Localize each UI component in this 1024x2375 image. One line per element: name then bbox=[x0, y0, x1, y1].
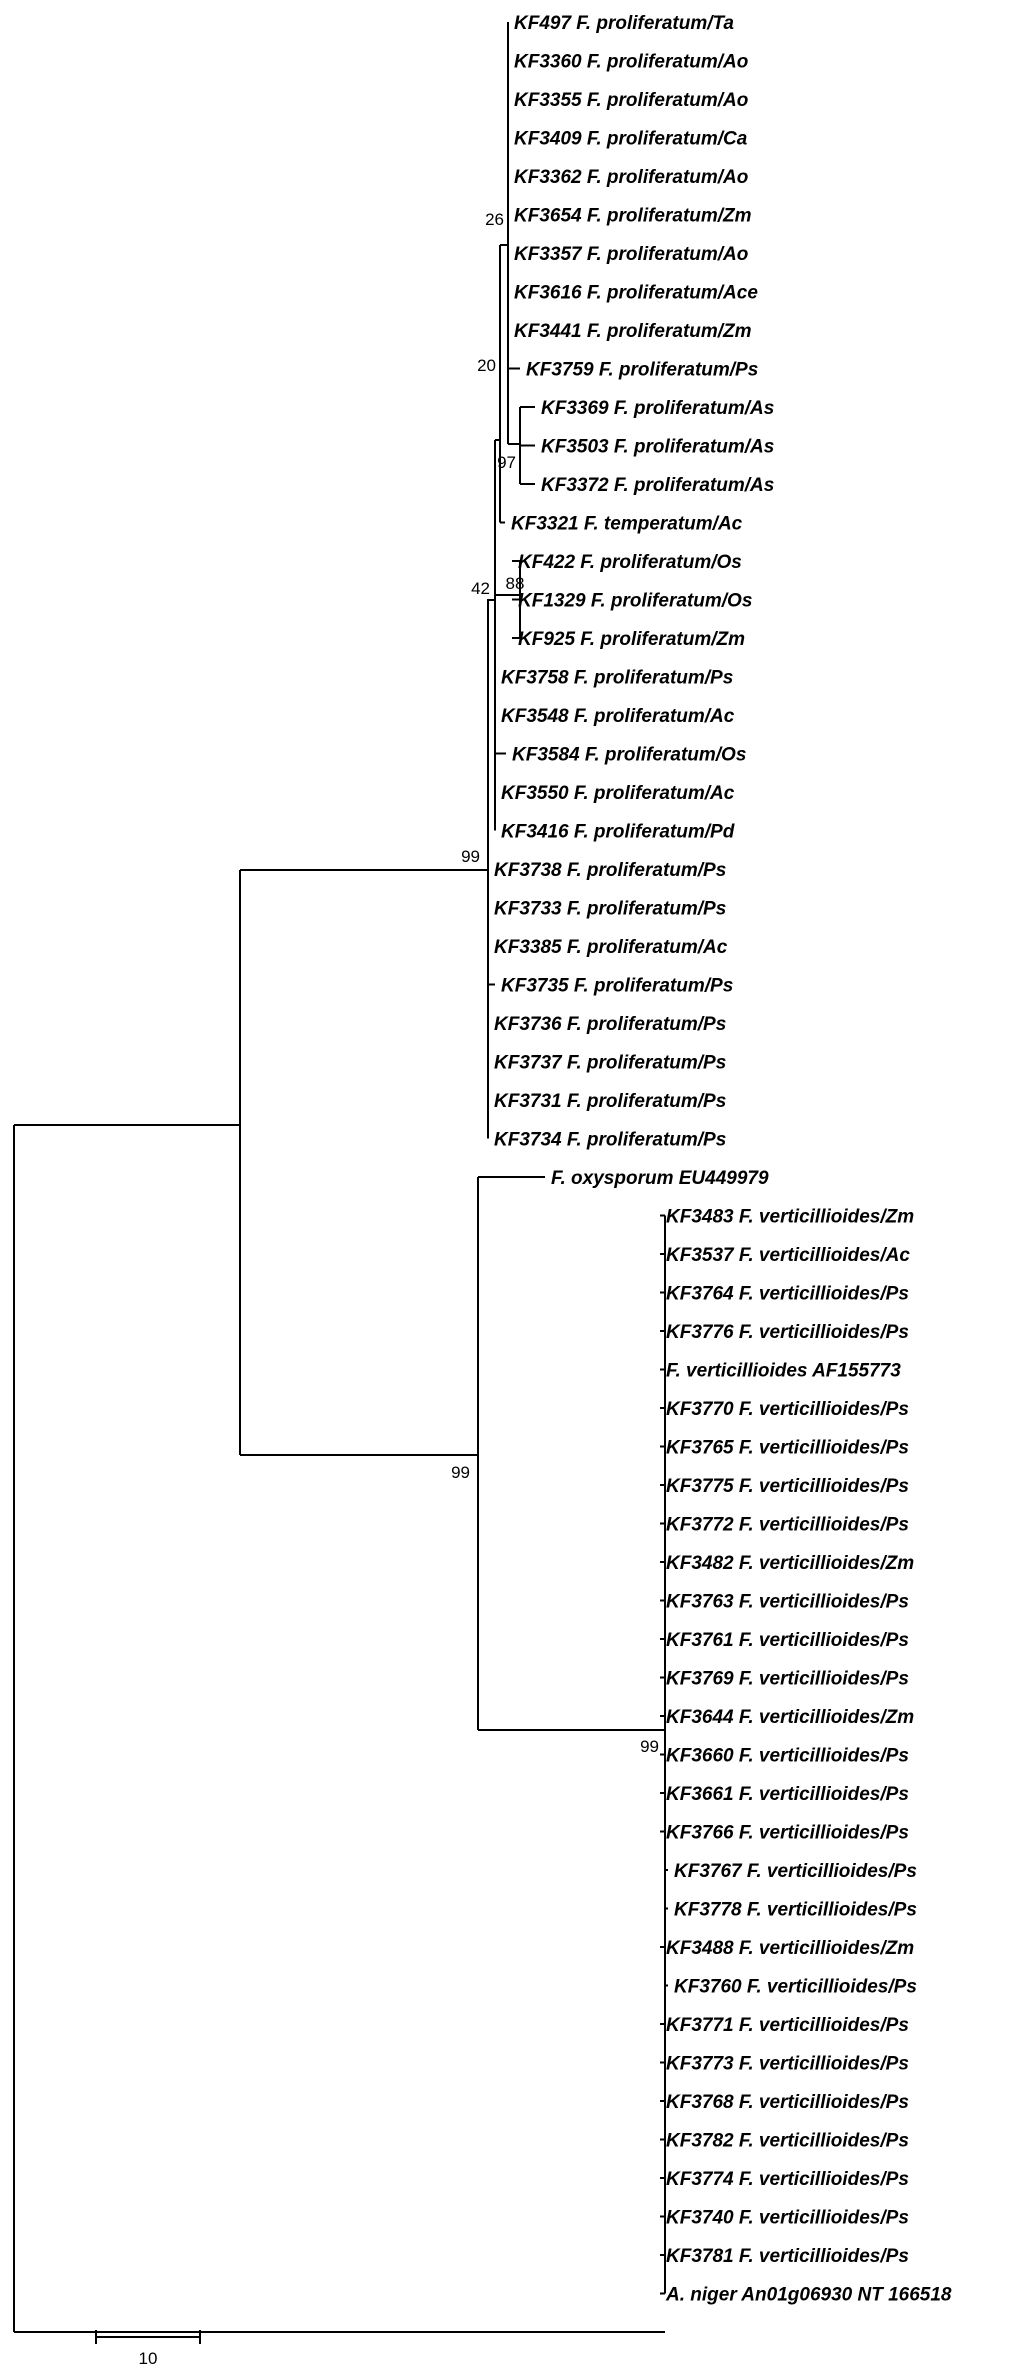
leaf-label: KF3416 F. proliferatum/Pd bbox=[501, 822, 735, 843]
support-value: 99 bbox=[461, 847, 480, 866]
leaf-label: KF3775 F. verticillioides/Ps bbox=[666, 1476, 909, 1497]
leaf-label: KF3362 F. proliferatum/Ao bbox=[514, 167, 748, 188]
support-values: 99 42 88 20 26 97 99 99 bbox=[451, 210, 659, 1756]
leaf-label: KF3767 F. verticillioides/Ps bbox=[674, 1861, 917, 1882]
leaf-label: KF3355 F. proliferatum/Ao bbox=[514, 90, 748, 111]
leaf-label: A. niger An01g06930 NT 166518 bbox=[665, 2285, 952, 2306]
leaf-label: KF3771 F. verticillioides/Ps bbox=[666, 2015, 909, 2036]
leaf-label: KF3488 F. verticillioides/Zm bbox=[666, 1938, 914, 1959]
tree-branches bbox=[13, 22, 668, 2333]
leaf-label: KF3644 F. verticillioides/Zm bbox=[666, 1707, 914, 1728]
leaf-label: KF3409 F. proliferatum/Ca bbox=[514, 129, 748, 150]
leaf-label: KF3616 F. proliferatum/Ace bbox=[514, 283, 758, 304]
support-value: 99 bbox=[640, 1737, 659, 1756]
leaf-label: KF3660 F. verticillioides/Ps bbox=[666, 1746, 909, 1767]
leaf-label: KF3736 F. proliferatum/Ps bbox=[494, 1014, 726, 1035]
leaf-label: KF3772 F. verticillioides/Ps bbox=[666, 1515, 909, 1536]
leaf-label: KF3760 F. verticillioides/Ps bbox=[674, 1977, 917, 1998]
leaf-label: KF3761 F. verticillioides/Ps bbox=[666, 1630, 909, 1651]
leaf-label: KF3731 F. proliferatum/Ps bbox=[494, 1091, 726, 1112]
leaf-label: F. oxysporum EU449979 bbox=[551, 1168, 769, 1189]
leaf-label: KF3776 F. verticillioides/Ps bbox=[666, 1322, 909, 1343]
leaf-label: KF3372 F. proliferatum/As bbox=[541, 475, 774, 496]
support-value: 26 bbox=[485, 210, 504, 229]
leaf-label: KF1329 F. proliferatum/Os bbox=[518, 591, 752, 612]
leaf-label: KF3654 F. proliferatum/Zm bbox=[514, 206, 752, 227]
support-value: 99 bbox=[451, 1463, 470, 1482]
leaf-label: KF3661 F. verticillioides/Ps bbox=[666, 1784, 909, 1805]
leaf-label: KF3357 F. proliferatum/Ao bbox=[514, 244, 748, 265]
leaf-label: KF3774 F. verticillioides/Ps bbox=[666, 2169, 909, 2190]
leaf-label: KF3385 F. proliferatum/Ac bbox=[494, 937, 728, 958]
support-value: 42 bbox=[471, 579, 490, 598]
leaf-label: KF3773 F. verticillioides/Ps bbox=[666, 2054, 909, 2075]
leaf-label: KF497 F. proliferatum/Ta bbox=[514, 13, 734, 34]
leaf-label: KF3759 F. proliferatum/Ps bbox=[526, 360, 758, 381]
leaf-label: KF3360 F. proliferatum/Ao bbox=[514, 52, 748, 73]
leaf-label: KF3758 F. proliferatum/Ps bbox=[501, 668, 733, 689]
leaf-label: KF3483 F. verticillioides/Zm bbox=[666, 1207, 914, 1228]
leaf-label: KF422 F. proliferatum/Os bbox=[518, 552, 742, 573]
leaf-label: KF3764 F. verticillioides/Ps bbox=[666, 1284, 909, 1305]
leaf-label: KF3321 F. temperatum/Ac bbox=[511, 514, 743, 535]
scale-bar-label: 10 bbox=[139, 2349, 158, 2368]
scale-bar: 10 bbox=[95, 2330, 201, 2368]
support-value: 88 bbox=[506, 574, 525, 593]
leaf-label: KF3441 F. proliferatum/Zm bbox=[514, 321, 752, 342]
leaf-label: KF3768 F. verticillioides/Ps bbox=[666, 2092, 909, 2113]
leaf-label: KF3537 F. verticillioides/Ac bbox=[666, 1245, 910, 1266]
leaf-label: KF3548 F. proliferatum/Ac bbox=[501, 706, 735, 727]
leaf-label: KF3781 F. verticillioides/Ps bbox=[666, 2246, 909, 2267]
leaf-label: KF3737 F. proliferatum/Ps bbox=[494, 1053, 726, 1074]
leaf-label: KF3766 F. verticillioides/Ps bbox=[666, 1823, 909, 1844]
leaf-label: KF3782 F. verticillioides/Ps bbox=[666, 2131, 909, 2152]
leaf-label: KF3503 F. proliferatum/As bbox=[541, 437, 774, 458]
leaf-label: KF3369 F. proliferatum/As bbox=[541, 398, 774, 419]
leaf-label: KF3550 F. proliferatum/Ac bbox=[501, 783, 735, 804]
support-value: 20 bbox=[477, 356, 496, 375]
leaf-label: KF3735 F. proliferatum/Ps bbox=[501, 976, 733, 997]
leaf-label: KF3740 F. verticillioides/Ps bbox=[666, 2208, 909, 2229]
leaf-label: KF3770 F. verticillioides/Ps bbox=[666, 1399, 909, 1420]
support-value: 97 bbox=[497, 453, 516, 472]
leaf-label: KF925 F. proliferatum/Zm bbox=[518, 629, 745, 650]
leaf-label: KF3733 F. proliferatum/Ps bbox=[494, 899, 726, 920]
leaf-label: KF3482 F. verticillioides/Zm bbox=[666, 1553, 914, 1574]
leaf-label: KF3769 F. verticillioides/Ps bbox=[666, 1669, 909, 1690]
leaf-label: KF3765 F. verticillioides/Ps bbox=[666, 1438, 909, 1459]
leaf-label: KF3738 F. proliferatum/Ps bbox=[494, 860, 726, 881]
leaf-label: KF3778 F. verticillioides/Ps bbox=[674, 1900, 917, 1921]
leaf-label: KF3763 F. verticillioides/Ps bbox=[666, 1592, 909, 1613]
leaf-label: KF3584 F. proliferatum/Os bbox=[512, 745, 746, 766]
leaf-label: KF3734 F. proliferatum/Ps bbox=[494, 1130, 726, 1151]
leaf-label: F. verticillioides AF155773 bbox=[666, 1361, 901, 1382]
